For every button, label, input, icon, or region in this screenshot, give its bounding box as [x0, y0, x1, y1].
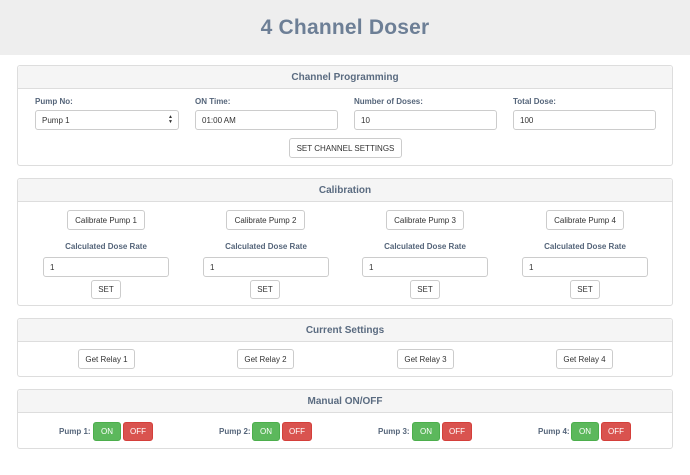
get-relay-1-button[interactable]: Get Relay 1	[78, 349, 135, 369]
current-settings-body: Get Relay 1 Get Relay 2 Get Relay 3 Get …	[18, 342, 672, 378]
number-of-doses-value: 10	[361, 115, 370, 125]
calibrate-pump-4-button[interactable]: Calibrate Pump 4	[546, 210, 624, 230]
calibration-panel: Calibration Calibrate Pump 1 Calculated …	[17, 178, 673, 306]
set-dose-rate-3-button[interactable]: SET	[410, 280, 440, 299]
channel-programming-panel: Channel Programming Pump No: Pump 1 ▲▼ O…	[17, 65, 673, 166]
dose-rate-input-4[interactable]: 1	[522, 257, 648, 277]
calculated-dose-rate-label-4: Calculated Dose Rate	[544, 242, 626, 251]
calibration-heading: Calibration	[18, 179, 672, 202]
dose-rate-value-2: 1	[210, 262, 215, 272]
calibrate-pump-3-button[interactable]: Calibrate Pump 3	[386, 210, 464, 230]
get-relay-3-button[interactable]: Get Relay 3	[397, 349, 454, 369]
set-dose-rate-2-button[interactable]: SET	[250, 280, 280, 299]
pump-1-on-button[interactable]: ON	[93, 422, 121, 441]
get-relay-2-button[interactable]: Get Relay 2	[237, 349, 294, 369]
calculated-dose-rate-label-2: Calculated Dose Rate	[225, 242, 307, 251]
pump-2-off-button[interactable]: OFF	[282, 422, 312, 441]
calculated-dose-rate-label-3: Calculated Dose Rate	[384, 242, 466, 251]
calibrate-pump-1-button[interactable]: Calibrate Pump 1	[67, 210, 145, 230]
calibrate-pump-2-button[interactable]: Calibrate Pump 2	[226, 210, 305, 230]
manual-pump-2-label: Pump 2:	[219, 427, 251, 436]
set-channel-settings-button[interactable]: SET CHANNEL SETTINGS	[289, 138, 402, 158]
on-time-label: ON Time:	[195, 97, 231, 106]
channel-programming-body: Pump No: Pump 1 ▲▼ ON Time: 01:00 AM Num…	[18, 89, 672, 167]
calibration-body: Calibrate Pump 1 Calculated Dose Rate 1 …	[18, 202, 672, 307]
pump-4-on-button[interactable]: ON	[571, 422, 599, 441]
set-dose-rate-1-button[interactable]: SET	[91, 280, 121, 299]
calculated-dose-rate-label-1: Calculated Dose Rate	[65, 242, 147, 251]
dose-rate-value-3: 1	[369, 262, 374, 272]
pump-3-off-button[interactable]: OFF	[442, 422, 472, 441]
page-header: 4 Channel Doser	[0, 0, 690, 55]
manual-on-off-body: Pump 1: ON OFF Pump 2: ON OFF Pump 3: ON…	[18, 413, 672, 450]
dose-rate-input-1[interactable]: 1	[43, 257, 169, 277]
pump-no-select[interactable]: Pump 1 ▲▼	[35, 110, 179, 130]
pump-no-value: Pump 1	[42, 115, 70, 125]
manual-pump-4-label: Pump 4:	[538, 427, 570, 436]
pump-no-label: Pump No:	[35, 97, 73, 106]
manual-on-off-panel: Manual ON/OFF Pump 1: ON OFF Pump 2: ON …	[17, 389, 673, 449]
current-settings-panel: Current Settings Get Relay 1 Get Relay 2…	[17, 318, 673, 377]
current-settings-heading: Current Settings	[18, 319, 672, 342]
on-time-value: 01:00 AM	[202, 115, 236, 125]
pump-3-on-button[interactable]: ON	[412, 422, 440, 441]
select-arrows-icon: ▲▼	[168, 114, 173, 125]
dose-rate-input-2[interactable]: 1	[203, 257, 329, 277]
pump-4-off-button[interactable]: OFF	[601, 422, 631, 441]
total-dose-label: Total Dose:	[513, 97, 556, 106]
pump-2-on-button[interactable]: ON	[252, 422, 280, 441]
manual-on-off-heading: Manual ON/OFF	[18, 390, 672, 413]
get-relay-4-button[interactable]: Get Relay 4	[556, 349, 613, 369]
page-title: 4 Channel Doser	[260, 15, 430, 39]
total-dose-input[interactable]: 100	[513, 110, 656, 130]
total-dose-value: 100	[520, 115, 534, 125]
on-time-input[interactable]: 01:00 AM	[195, 110, 338, 130]
channel-programming-heading: Channel Programming	[18, 66, 672, 89]
number-of-doses-input[interactable]: 10	[354, 110, 497, 130]
manual-pump-3-label: Pump 3:	[378, 427, 410, 436]
dose-rate-value-4: 1	[529, 262, 534, 272]
dose-rate-input-3[interactable]: 1	[362, 257, 488, 277]
set-dose-rate-4-button[interactable]: SET	[570, 280, 600, 299]
number-of-doses-label: Number of Doses:	[354, 97, 423, 106]
manual-pump-1-label: Pump 1:	[59, 427, 91, 436]
dose-rate-value-1: 1	[50, 262, 55, 272]
pump-1-off-button[interactable]: OFF	[123, 422, 153, 441]
